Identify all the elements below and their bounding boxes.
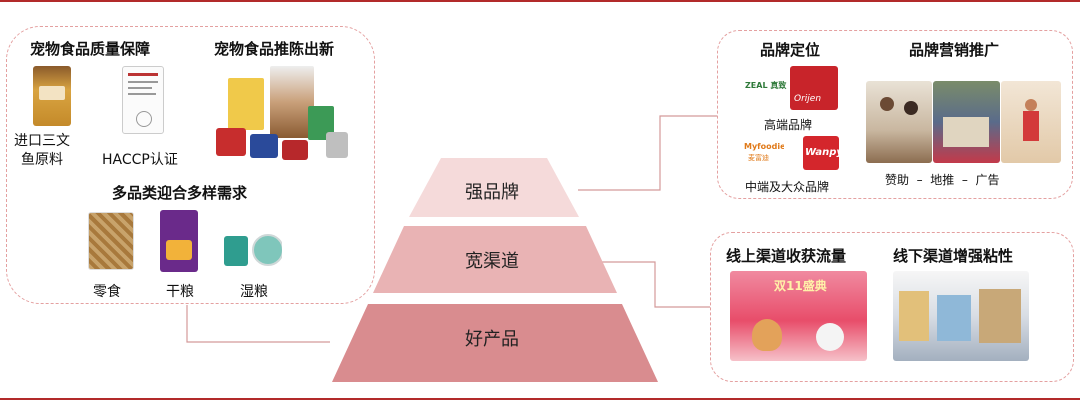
online-promotion-image: 双11盛典 bbox=[730, 271, 867, 361]
snack-jar-image bbox=[88, 212, 134, 270]
high-end-caption: 高端品牌 bbox=[764, 118, 813, 132]
variety-title: 多品类迎合多样需求 bbox=[112, 184, 248, 202]
online-channel-title: 线上渠道收获流量 bbox=[726, 247, 847, 265]
marketing-caption: 赞助 – 地推 – 广告 bbox=[885, 173, 1000, 187]
haccp-caption: HACCP认证 bbox=[102, 152, 178, 168]
snack-caption: 零食 bbox=[93, 284, 121, 300]
pyramid-label-top: 强品牌 bbox=[465, 182, 519, 203]
pyramid-label-middle: 宽渠道 bbox=[465, 251, 519, 272]
new-pet-food-products-image bbox=[216, 66, 351, 162]
myfoodie-logo: Myfoodie 麦富迪 bbox=[744, 140, 784, 168]
top-rule bbox=[0, 0, 1080, 2]
wet-food-can-image bbox=[224, 228, 282, 270]
mass-brand-caption: 中端及大众品牌 bbox=[745, 180, 830, 194]
offline-channel-title: 线下渠道增强粘性 bbox=[893, 247, 1014, 265]
imported-salmon-bag-image bbox=[33, 66, 71, 126]
pyramid-tier-middle bbox=[373, 226, 617, 293]
haccp-certificate-image bbox=[122, 66, 164, 134]
brand-positioning-title: 品牌定位 bbox=[760, 41, 821, 59]
advertisement-photo bbox=[1001, 81, 1061, 163]
pyramid-tier-top bbox=[409, 158, 579, 217]
innovation-title: 宠物食品推陈出新 bbox=[214, 40, 335, 58]
orijen-logo: Orijen bbox=[790, 66, 838, 110]
zeal-logo: ZEAL 真致 bbox=[745, 81, 787, 90]
quality-title: 宠物食品质量保障 bbox=[30, 40, 151, 58]
import-caption: 进口三文 鱼原料 bbox=[14, 133, 70, 168]
bottom-rule bbox=[0, 398, 1080, 400]
dry-food-bag-image bbox=[160, 210, 198, 272]
dry-caption: 干粮 bbox=[166, 284, 194, 300]
ground-promotion-photo bbox=[933, 81, 1000, 163]
pyramid-tier-bottom bbox=[332, 304, 658, 382]
connector-channel bbox=[600, 261, 710, 308]
brand-marketing-title: 品牌营销推广 bbox=[909, 41, 1000, 59]
sponsorship-photo bbox=[866, 81, 932, 163]
wet-caption: 湿粮 bbox=[240, 284, 268, 300]
connector-product bbox=[186, 305, 330, 343]
connector-brand bbox=[578, 115, 718, 191]
offline-store-image bbox=[893, 271, 1029, 361]
pyramid-label-bottom: 好产品 bbox=[465, 329, 519, 350]
wanpy-logo: Wanpy bbox=[803, 136, 839, 170]
